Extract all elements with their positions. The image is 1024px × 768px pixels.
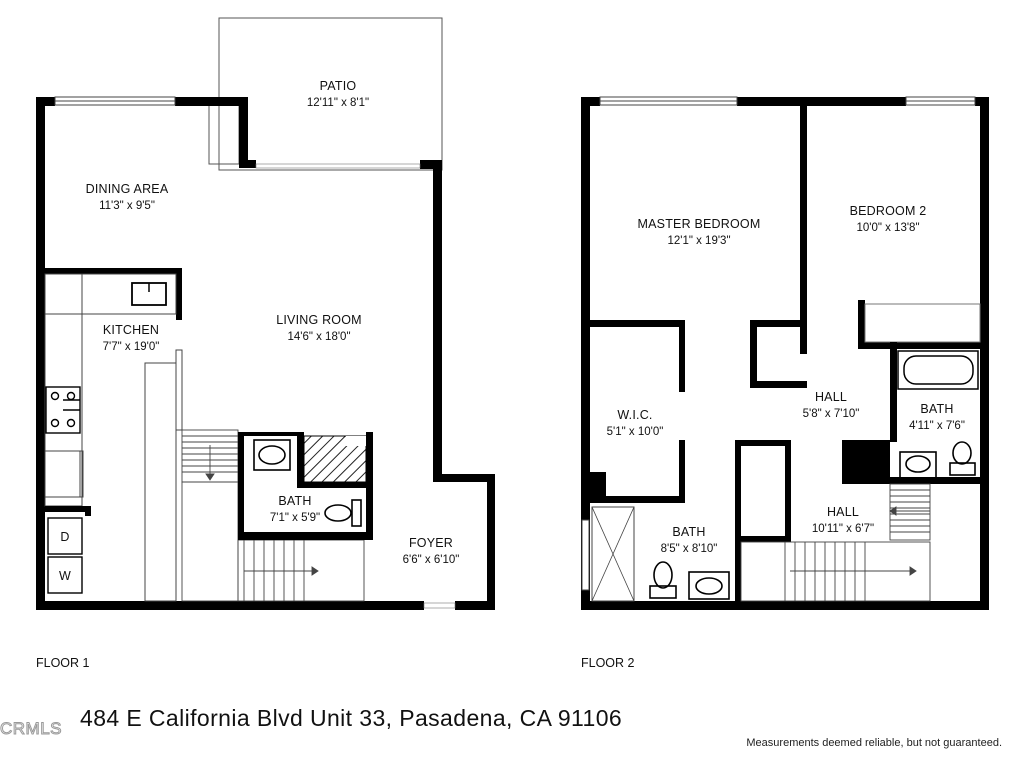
stairs	[181, 429, 365, 602]
wall	[785, 440, 791, 540]
measurement-disclaimer: Measurements deemed reliable, but not gu…	[746, 737, 1002, 749]
wall	[890, 477, 980, 484]
bathtub	[897, 350, 979, 390]
room-name-kitchen: KITCHEN	[103, 323, 159, 337]
floor-2	[581, 96, 989, 610]
wall	[238, 532, 372, 540]
shower	[591, 506, 635, 602]
room-dim-bath-f2-right: 4'11" x 7'6"	[909, 420, 965, 432]
wall	[980, 97, 989, 610]
wall	[800, 106, 807, 354]
washer	[47, 556, 83, 594]
wall	[581, 97, 600, 106]
room-dim-hall2: 10'11" x 6'7"	[812, 523, 874, 535]
wall	[85, 506, 91, 516]
room-name-hall2: HALL	[827, 505, 859, 519]
wall	[735, 440, 790, 446]
wall	[890, 342, 897, 442]
room-dim-living: 14'6" x 18'0"	[287, 331, 350, 343]
room-dim-kitchen: 7'7" x 19'0"	[103, 341, 160, 353]
floor-1-label: FLOOR 1	[36, 656, 90, 670]
wall	[239, 160, 256, 168]
room-dim-master: 12'1" x 19'3"	[667, 235, 730, 247]
room-name-bedroom2: BEDROOM 2	[850, 204, 927, 218]
wall	[735, 440, 741, 601]
dryer-label: D	[60, 530, 69, 544]
wall	[750, 320, 757, 387]
stove	[45, 386, 81, 434]
room-name-living: LIVING ROOM	[276, 313, 362, 327]
dryer	[47, 517, 83, 555]
room-name-bath-f2-left: BATH	[672, 525, 705, 539]
crmls-watermark: CRMLS	[0, 719, 63, 739]
wall	[36, 601, 424, 610]
room-dim-bath-f2-left: 8'5" x 8'10"	[661, 543, 718, 555]
wall	[679, 440, 685, 502]
wall	[244, 432, 304, 436]
room-name-foyer: FOYER	[409, 536, 453, 550]
wall	[297, 482, 373, 488]
wall	[750, 320, 807, 327]
floor-2-label: FLOOR 2	[581, 656, 635, 670]
wall	[36, 97, 45, 610]
wall	[176, 268, 182, 320]
door-opening	[423, 602, 456, 609]
wall	[858, 342, 989, 349]
window	[255, 163, 421, 169]
wall	[858, 300, 865, 348]
room-dim-dining: 11'3" x 9'5"	[99, 200, 155, 212]
wall	[433, 474, 495, 482]
room-dim-hall1: 5'8" x 7'10"	[803, 408, 860, 420]
wall	[487, 474, 495, 610]
room-name-bath-f2-right: BATH	[920, 402, 953, 416]
floor-1	[36, 17, 495, 610]
property-address: 484 E California Blvd Unit 33, Pasadena,…	[80, 705, 623, 731]
room-dim-wic: 5'1" x 10'0"	[607, 426, 664, 438]
patio-outline	[218, 17, 443, 171]
wall	[455, 601, 495, 610]
bath-sink	[688, 571, 730, 600]
room-name-dining: DINING AREA	[86, 182, 169, 196]
refrigerator	[44, 450, 84, 498]
wall	[239, 97, 248, 168]
room-dim-patio: 12'11" x 8'1"	[307, 97, 369, 109]
room-dim-bedroom2: 10'0" x 13'8"	[856, 222, 919, 234]
wall	[842, 440, 890, 484]
wall	[590, 496, 685, 503]
room-name-bath-f1: BATH	[278, 494, 311, 508]
wall	[175, 349, 183, 431]
wall	[36, 97, 55, 106]
wall	[741, 536, 791, 542]
patio-column	[208, 103, 240, 165]
room-name-hall1: HALL	[815, 390, 847, 404]
wall	[238, 432, 244, 540]
room-name-wic: W.I.C.	[617, 408, 652, 422]
wall	[45, 506, 91, 512]
room-name-patio: PATIO	[320, 79, 357, 93]
wall	[175, 97, 248, 106]
wall	[581, 601, 989, 610]
toilet	[649, 561, 677, 599]
wall	[581, 97, 590, 610]
bath-sink	[253, 439, 291, 471]
wall	[590, 320, 685, 327]
wall	[36, 268, 181, 274]
room-dim-foyer: 6'6" x 6'10"	[403, 554, 460, 566]
wall	[679, 320, 685, 392]
bath-sink	[899, 451, 937, 479]
wall	[750, 381, 807, 388]
wall	[420, 160, 442, 169]
wall	[433, 160, 442, 478]
room-dim-bath-f1: 7'1" x 5'9"	[270, 512, 320, 524]
wall	[737, 97, 906, 106]
wall	[297, 432, 304, 486]
toilet	[949, 441, 976, 476]
room-name-master: MASTER BEDROOM	[638, 217, 761, 231]
washer-label: W	[59, 569, 71, 583]
window	[581, 519, 590, 591]
stairs	[740, 483, 931, 602]
toilet	[324, 499, 362, 527]
